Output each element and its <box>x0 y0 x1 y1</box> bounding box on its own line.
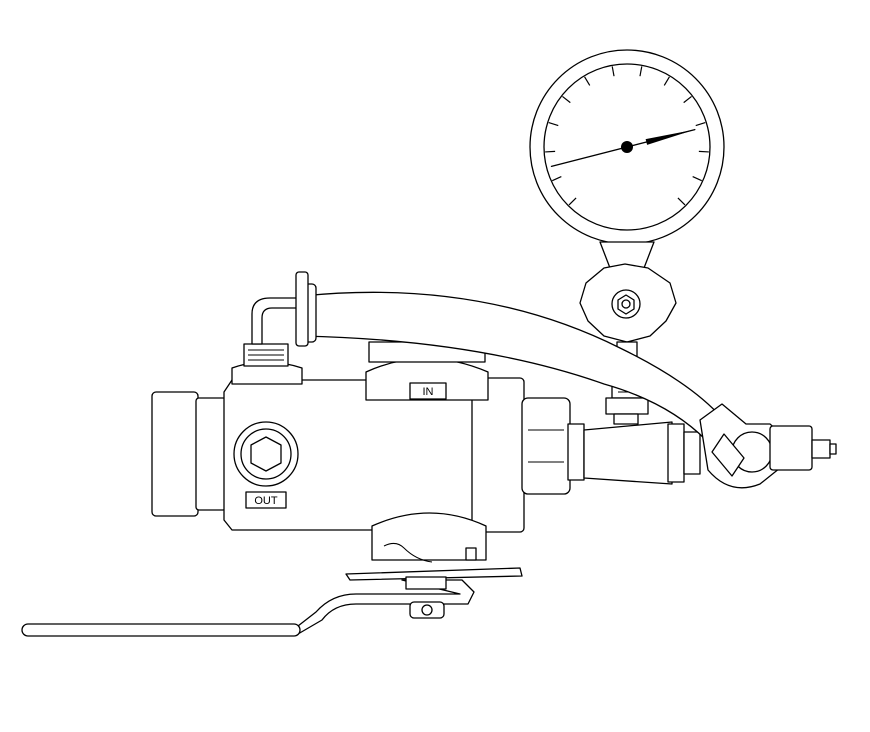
gauge-tick <box>663 76 670 86</box>
valve-body: IN OUT <box>151 297 525 563</box>
hose-end-nut-left <box>295 271 309 347</box>
valve-spindle <box>621 299 631 309</box>
inlet-union <box>521 397 701 495</box>
tee-pipe <box>583 421 673 485</box>
tee-stub <box>613 413 639 425</box>
gauge-tick <box>548 122 559 127</box>
elbow-outlet <box>769 425 813 471</box>
gauge-tick <box>568 197 577 206</box>
handle-nut <box>405 576 447 590</box>
elbow-tube <box>251 297 301 345</box>
coupling-right <box>683 431 701 475</box>
bottom-boss-tab <box>465 547 477 561</box>
bottom-boss-detail <box>383 542 433 563</box>
union-nut <box>521 397 571 495</box>
pressure-gauge <box>529 49 725 277</box>
bottom-boss <box>371 512 487 561</box>
gauge-hub <box>621 141 633 153</box>
gauge-tick <box>677 197 686 206</box>
outlet-label: OUT <box>254 495 278 507</box>
inlet-label-box <box>409 382 447 400</box>
gauge-tick <box>639 66 643 77</box>
ball-valve-handle <box>21 567 523 637</box>
gauge-tick <box>698 150 709 153</box>
gauge-tick <box>611 66 615 77</box>
gauge-tick <box>562 95 571 104</box>
gauge-tick <box>584 76 591 86</box>
handle-plate <box>345 567 523 581</box>
stem-nut-bore <box>421 604 433 616</box>
elbow-tip <box>811 439 831 459</box>
gauge-tick <box>551 176 562 182</box>
valve-base-nut <box>605 397 649 415</box>
outlet-coupling-collar <box>195 397 227 511</box>
outlet-coupling-flange <box>151 391 199 517</box>
gauge-tick <box>695 122 706 127</box>
hex-plug <box>250 436 282 472</box>
union-collar <box>567 423 585 481</box>
elbow-tip-end <box>829 443 837 455</box>
gauge-tick <box>683 95 692 104</box>
gauge-needle-tip <box>645 129 695 145</box>
gauge-tick <box>545 150 556 153</box>
elbow-hex <box>711 433 745 477</box>
inlet-label: IN <box>423 386 434 398</box>
inlet-flange-plate <box>471 377 525 533</box>
outlet-label-box <box>245 491 287 509</box>
braided-hose <box>295 271 723 441</box>
tee-collar <box>667 423 685 483</box>
gauge-ticks <box>545 66 709 206</box>
handle-lever <box>297 579 475 635</box>
handle-grip <box>21 623 301 637</box>
swivel-elbow <box>699 403 837 489</box>
gauge-tick <box>692 176 703 182</box>
